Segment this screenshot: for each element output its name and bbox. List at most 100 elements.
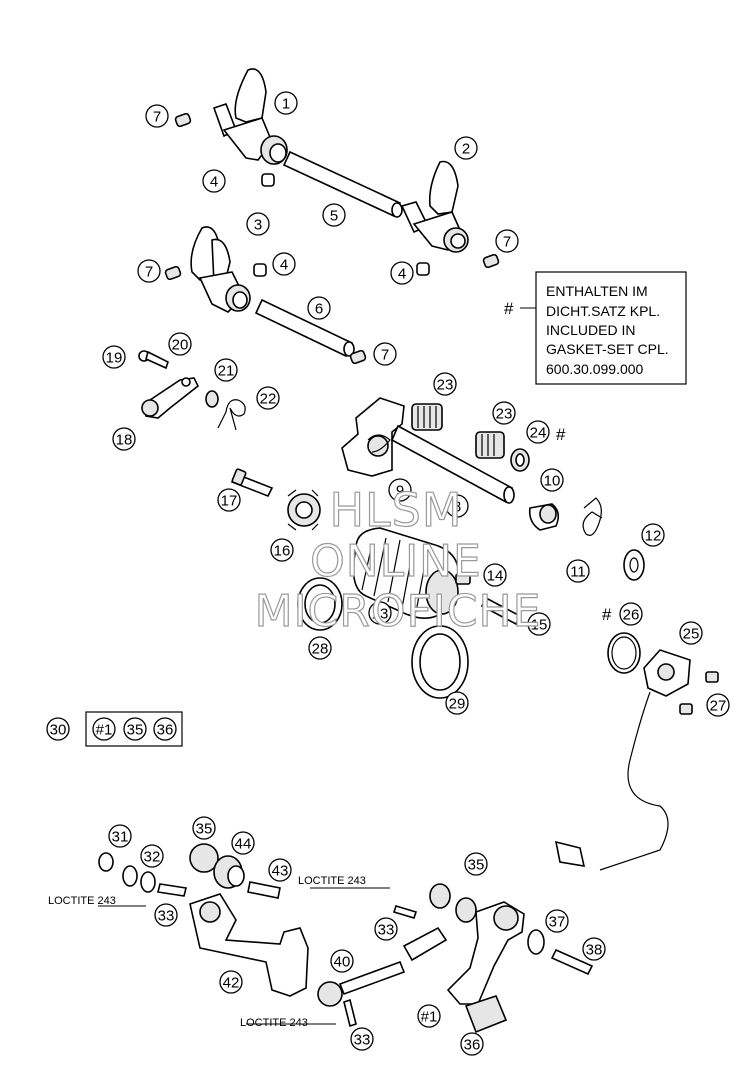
callout-43-47-label: 43 (272, 863, 289, 880)
o-ring-26 (607, 632, 641, 674)
callout-7-11: 7 (373, 342, 397, 366)
screw-38 (550, 948, 594, 976)
ball-joint-40 (317, 926, 448, 1007)
spring-11 (582, 497, 603, 536)
callout-hash1-49-label: #1 (421, 1009, 438, 1026)
callout-15-19-circle (527, 612, 551, 636)
callout-10-14-label: 10 (544, 473, 561, 490)
shift-shaft-8 (341, 397, 515, 504)
callout-27-32-label: 27 (710, 698, 727, 715)
callout-33-37-circle (154, 903, 178, 927)
shaft-seal-24 (510, 448, 530, 472)
loctite-label-2: LOCTITE 243 (298, 875, 366, 887)
note-line-4: GASKET-SET CPL. (546, 341, 669, 357)
callout-44-48-label: 44 (235, 836, 252, 853)
callout-26-31-circle (619, 602, 643, 626)
kit-content-36-circle (153, 717, 177, 741)
callout-7-9-circle (495, 229, 519, 253)
callout-35-40-label: 35 (196, 821, 213, 838)
callout-36-42-circle (460, 1032, 484, 1056)
callout-33-39-label: 33 (354, 1032, 371, 1049)
callout-35-41: 35 (464, 852, 488, 876)
spring-7c (164, 265, 182, 281)
bushing-10 (528, 503, 560, 531)
needle-bearing-23b (475, 431, 505, 459)
callout-4-4: 4 (272, 252, 296, 276)
callout-27-32: 27 (706, 693, 730, 717)
shift-lever-1 (446, 901, 525, 1005)
roller-4b (253, 263, 267, 277)
callout-23-28-circle (492, 401, 516, 425)
callout-29-34-label: 29 (449, 696, 466, 713)
callout-13-17-label: 13 (372, 606, 389, 623)
callout-33-37-label: 33 (158, 908, 175, 925)
callout-38-44-circle (582, 937, 606, 961)
callout-10-14-circle (540, 468, 564, 492)
screw-19 (138, 350, 169, 370)
callout-35-41-label: 35 (468, 857, 485, 874)
loctite-label-3: LOCTITE 243 (240, 1017, 308, 1029)
hash-marker-24: # (556, 425, 566, 444)
kit-content-35: 35 (123, 717, 147, 741)
spring-7d (349, 349, 367, 365)
callout-24-29: 24 (526, 420, 550, 444)
washer-37 (527, 929, 545, 955)
callout-7-9: 7 (495, 229, 519, 253)
callout-29-34-circle (445, 691, 469, 715)
loctite-label-1: LOCTITE 243 (48, 895, 116, 907)
callout-21-25: 21 (214, 358, 238, 382)
callout-20-24: 20 (168, 332, 192, 356)
watermark-line-2: ONLINE (310, 536, 482, 587)
callout-6-7-label: 6 (315, 301, 323, 318)
callout-14-18-label: 14 (487, 568, 504, 585)
callout-1-0: 1 (274, 91, 298, 115)
callout-4-5-label: 4 (398, 266, 406, 283)
callout-18-22: 18 (112, 427, 136, 451)
callout-4-5: 4 (390, 261, 414, 285)
fork-shaft-6 (254, 298, 355, 358)
callout-2-1: 2 (454, 136, 478, 160)
callout-11-15-label: 11 (570, 564, 586, 581)
note-line-1: ENTHALTEN IM (546, 283, 648, 299)
note-line-5: 600.30.099.000 (546, 361, 644, 377)
bearing-35b (429, 883, 477, 923)
callout-18-22-circle (112, 427, 136, 451)
callout-12-16: 12 (641, 523, 665, 547)
callout-1-0-circle (274, 91, 298, 115)
kit-content-hash1: #1 (92, 717, 116, 741)
callout-19-23-circle (102, 345, 126, 369)
callout-14-18-circle (483, 563, 507, 587)
screw-33b (392, 905, 418, 919)
callout-40-45-label: 40 (334, 954, 351, 971)
callout-7-8: 7 (145, 104, 169, 128)
callout-28-33: 28 (308, 636, 332, 660)
callout-33-38-circle (374, 917, 398, 941)
pin-15 (480, 596, 522, 626)
callout-23-27-circle (433, 372, 457, 396)
callout-32-36: 32 (140, 844, 164, 868)
callout-4-4-label: 4 (280, 257, 288, 274)
callout-6-7-circle (307, 296, 331, 320)
callout-7-8-label: 7 (153, 109, 161, 126)
callout-44-48-circle (231, 831, 255, 855)
callout-7-10-label: 7 (145, 264, 153, 281)
leader-lines (98, 307, 536, 1025)
callout-35-40-circle (192, 816, 216, 840)
callout-kit-30-circle (46, 717, 70, 741)
callout-7-10-circle (137, 259, 161, 283)
bushing-44 (213, 855, 245, 889)
callout-2-1-label: 2 (462, 141, 470, 158)
callout-18-22-label: 18 (116, 432, 133, 449)
callout-17-21-label: 17 (221, 493, 238, 510)
callout-7-8-circle (145, 104, 169, 128)
callout-25-30: 25 (679, 621, 703, 645)
shift-lever-rubber-36 (464, 995, 508, 1034)
callout-7-10: 7 (137, 259, 161, 283)
callout-32-36-circle (140, 844, 164, 868)
callout-7-11-circle (373, 342, 397, 366)
callout-22-26-circle (256, 386, 280, 410)
callout-16-20-label: 16 (274, 543, 291, 560)
callout-5-6-label: 5 (330, 208, 338, 225)
note-hash-marker: # (504, 299, 514, 318)
callout-40-45-circle (330, 949, 354, 973)
